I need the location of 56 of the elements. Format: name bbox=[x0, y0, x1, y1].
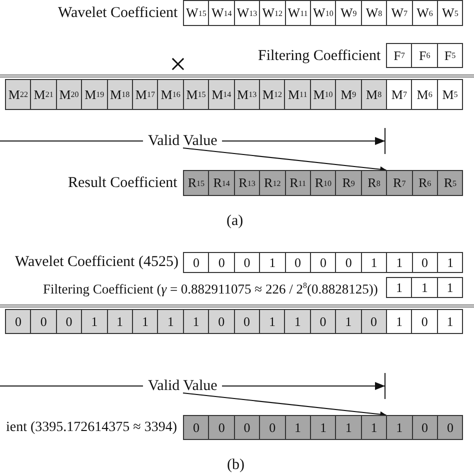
bit-cell: 0 bbox=[208, 309, 235, 334]
bit-cell: 1 bbox=[106, 309, 133, 334]
panel-label: (a) bbox=[226, 212, 244, 230]
row-label: Wavelet Coefficient bbox=[58, 4, 178, 22]
bit-cell: 1 bbox=[132, 309, 158, 334]
bit-cell: 1 bbox=[411, 277, 438, 298]
panel-label: (b) bbox=[227, 456, 244, 474]
bit-cell: 1 bbox=[157, 309, 184, 334]
bit-cell: 1 bbox=[386, 252, 413, 273]
bit-cell: 1 bbox=[436, 277, 464, 298]
bit-cell: 1 bbox=[386, 415, 413, 440]
bit-cell: 0 bbox=[208, 252, 235, 273]
bit-cell: 0 bbox=[335, 252, 362, 273]
bit-cell: 1 bbox=[259, 309, 286, 334]
bit-cell: 1 bbox=[81, 309, 108, 334]
bit-cell: 1 bbox=[259, 252, 286, 273]
bit-cell: 1 bbox=[310, 415, 336, 440]
bit-cell: 1 bbox=[284, 309, 311, 334]
bit-cell: 1 bbox=[182, 309, 210, 334]
bit-cell: 1 bbox=[360, 252, 388, 273]
bit-cell: 1 bbox=[437, 252, 464, 273]
bit-cell: 1 bbox=[335, 309, 362, 334]
bit-cell: 0 bbox=[30, 309, 57, 334]
bit-cell: 0 bbox=[284, 252, 311, 273]
row-label: Wavelet Coefficient (4525) bbox=[15, 253, 178, 271]
bit-cell: 0 bbox=[412, 252, 438, 273]
bit-cell: 1 bbox=[386, 277, 412, 298]
row-label: Filtering Coefficient (γ = 0.882911075 ≈ 226 / 2$^{8}$(0.8828125)) bbox=[43, 280, 378, 298]
bit-cell: 1 bbox=[436, 309, 464, 334]
bit-cell: 0 bbox=[234, 309, 260, 334]
bit-cell: 0 bbox=[411, 309, 438, 334]
bit-cell: 1 bbox=[360, 415, 388, 440]
row-label: Filtering Coefficient bbox=[258, 47, 381, 65]
bit-cell: 1 bbox=[335, 415, 362, 440]
bit-cell: 0 bbox=[310, 252, 336, 273]
bit-cell: 1 bbox=[386, 309, 412, 334]
bit-cell: 0 bbox=[56, 309, 82, 334]
dimension-label: Valid Value bbox=[148, 132, 218, 150]
arrow bbox=[182, 392, 387, 418]
dimension-label: Valid Value bbox=[148, 377, 218, 395]
bit-cell: 1 bbox=[284, 415, 311, 440]
bit-cell: 0 bbox=[412, 415, 438, 440]
bit-cell: 0 bbox=[234, 252, 260, 273]
bit-cell: 0 bbox=[259, 415, 286, 440]
bit-cell: 0 bbox=[360, 309, 387, 334]
arrow bbox=[182, 148, 387, 172]
bit-cell: 0 bbox=[5, 309, 32, 334]
row-label: Result Coefficient bbox=[68, 174, 178, 192]
bit-cell: 0 bbox=[208, 415, 235, 440]
bit-cell: 0 bbox=[183, 415, 210, 440]
bit-cell: 0 bbox=[437, 415, 464, 440]
row-label: ient (3395.172614375 ≈ 3394) bbox=[6, 419, 178, 436]
bit-cell: 0 bbox=[310, 309, 336, 334]
multiply-sign: × bbox=[170, 48, 186, 81]
bit-cell: 0 bbox=[234, 415, 260, 440]
bit-cell: 0 bbox=[183, 252, 210, 273]
